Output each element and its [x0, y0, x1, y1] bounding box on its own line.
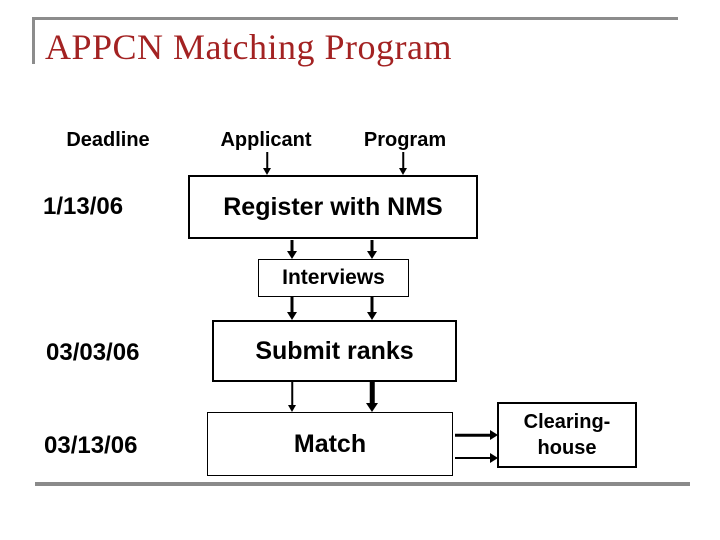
arrow-head	[367, 251, 377, 259]
flow-box-submit-ranks: Submit ranks	[212, 320, 457, 382]
applicant-down-arrow	[261, 152, 273, 175]
flow-box-interviews-label: Interviews	[282, 266, 385, 289]
flow-box-match: Match	[207, 412, 453, 476]
submit-to-match-arrow-left	[286, 382, 298, 412]
flow-box-clearinghouse: Clearing- house	[497, 402, 637, 468]
flow-box-match-label: Match	[293, 429, 367, 458]
submit-to-match-arrow-right	[366, 382, 378, 412]
interviews-to-submit-arrow-right	[366, 297, 378, 320]
arrow-head	[399, 168, 407, 175]
arrow-shaft	[290, 240, 294, 253]
match-to-clearinghouse-arrow-top	[455, 429, 498, 441]
flow-box-register: Register with NMS	[188, 175, 478, 239]
arrow-shaft	[370, 240, 374, 253]
deadline-submit-ranks: 03/03/06	[46, 339, 140, 366]
title-accent-line	[32, 17, 35, 64]
register-to-interviews-arrow-right	[366, 240, 378, 259]
match-to-clearinghouse-arrow-bottom	[455, 452, 498, 464]
register-to-interviews-arrow-left	[286, 240, 298, 259]
top-rule-divider	[32, 17, 678, 20]
arrow-head	[287, 251, 297, 259]
column-header-program: Program	[363, 129, 447, 151]
arrow-head	[367, 312, 377, 320]
flow-box-clearinghouse-line1: Clearing-	[523, 411, 611, 433]
deadline-match: 03/13/06	[44, 432, 138, 459]
flow-box-submit-ranks-label: Submit ranks	[255, 336, 414, 365]
arrow-head	[366, 403, 378, 412]
arrow-shaft	[402, 152, 404, 169]
bottom-rule-divider	[35, 482, 690, 486]
arrow-head	[490, 453, 498, 463]
arrow-head	[263, 168, 271, 175]
page-title: APPCN Matching Program	[45, 27, 452, 67]
arrow-shaft	[266, 152, 268, 169]
column-header-deadline: Deadline	[66, 129, 150, 151]
flow-box-register-label: Register with NMS	[223, 192, 443, 221]
program-down-arrow	[397, 152, 409, 175]
arrow-head	[287, 312, 297, 320]
arrow-shaft	[369, 382, 375, 406]
arrow-head	[490, 430, 498, 440]
arrow-shaft	[290, 297, 294, 314]
arrow-shaft	[370, 297, 374, 314]
arrow-head	[288, 405, 296, 412]
arrow-shaft	[455, 457, 492, 459]
deadline-register: 1/13/06	[43, 193, 124, 220]
arrow-shaft	[455, 433, 492, 437]
interviews-to-submit-arrow-left	[286, 297, 298, 320]
column-header-applicant: Applicant	[220, 129, 312, 151]
flow-box-clearinghouse-line2: house	[537, 437, 597, 459]
arrow-shaft	[291, 382, 293, 406]
flow-box-interviews: Interviews	[258, 259, 409, 297]
